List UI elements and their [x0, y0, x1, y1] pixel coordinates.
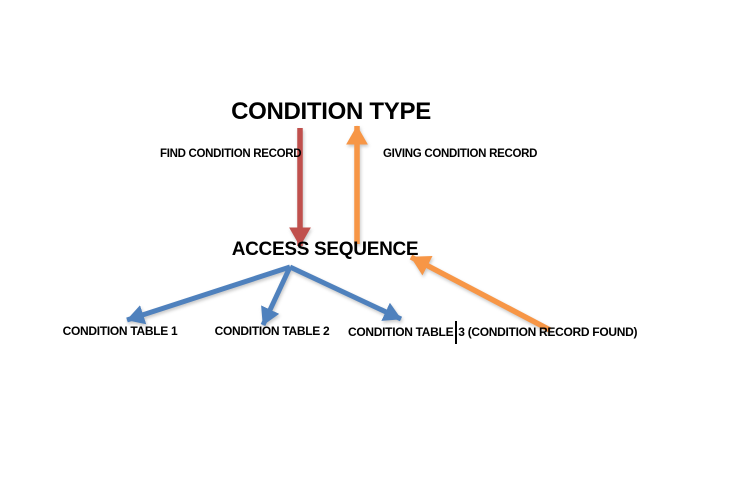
record-found-return-arrow: [409, 254, 552, 333]
node-condition-type: CONDITION TYPE: [231, 98, 431, 125]
access-to-table2-arrow: [260, 265, 293, 327]
access-to-table3-arrow: [288, 264, 403, 322]
node-condition-table-3[interactable]: CONDITION TABLE 3 (CONDITION RECORD FOUN…: [348, 320, 637, 344]
node-access-sequence: ACCESS SEQUENCE: [231, 239, 419, 260]
text-caret: [455, 320, 458, 344]
condition-table-3-text-before-caret: CONDITION TABLE: [348, 325, 454, 339]
access-to-table1-arrow: [126, 264, 291, 325]
node-condition-table-2: CONDITION TABLE 2: [214, 324, 330, 338]
edge-label-giving-condition-record: GIVING CONDITION RECORD: [383, 148, 538, 160]
edge-label-find-condition-record: FIND CONDITION RECORD: [160, 148, 302, 160]
condition-table-3-text-after-caret: 3 (CONDITION RECORD FOUND): [458, 325, 638, 339]
node-condition-table-1: CONDITION TABLE 1: [62, 324, 178, 338]
